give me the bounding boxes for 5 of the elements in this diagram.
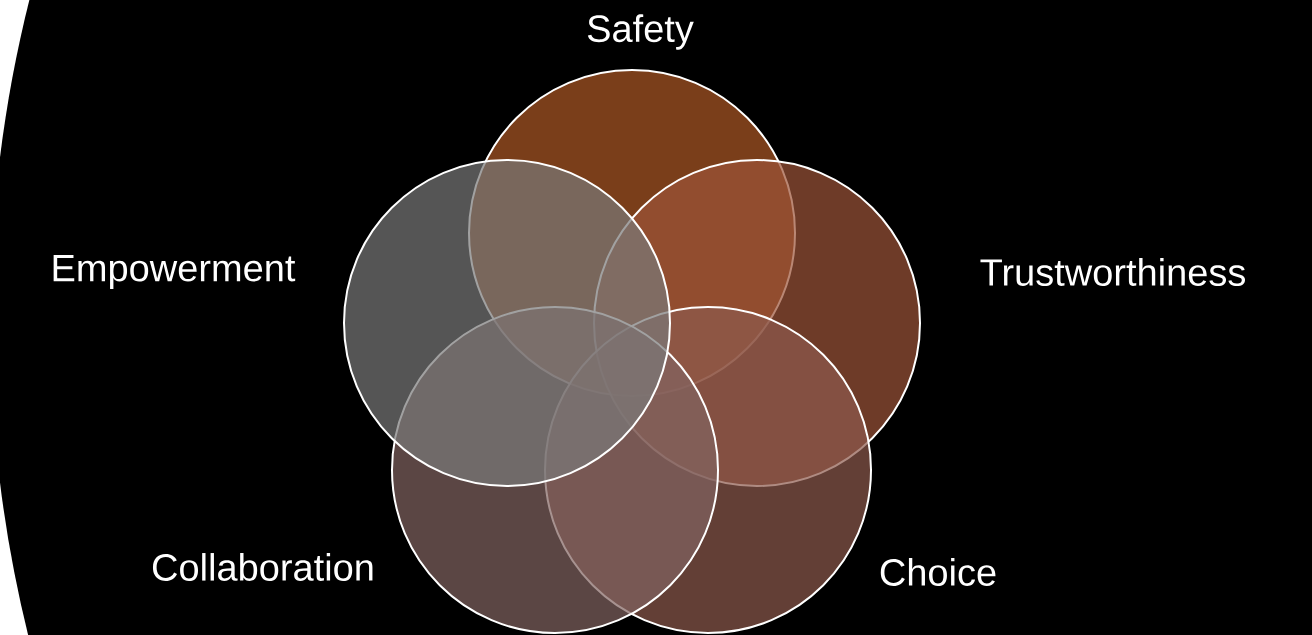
circle-label: Safety: [587, 14, 694, 50]
circle-label: Collaboration: [152, 553, 373, 581]
circle-label: Trustworthiness: [980, 258, 1245, 286]
circle-label: Choice: [880, 558, 996, 586]
circle-label: Empowerment: [53, 255, 296, 289]
